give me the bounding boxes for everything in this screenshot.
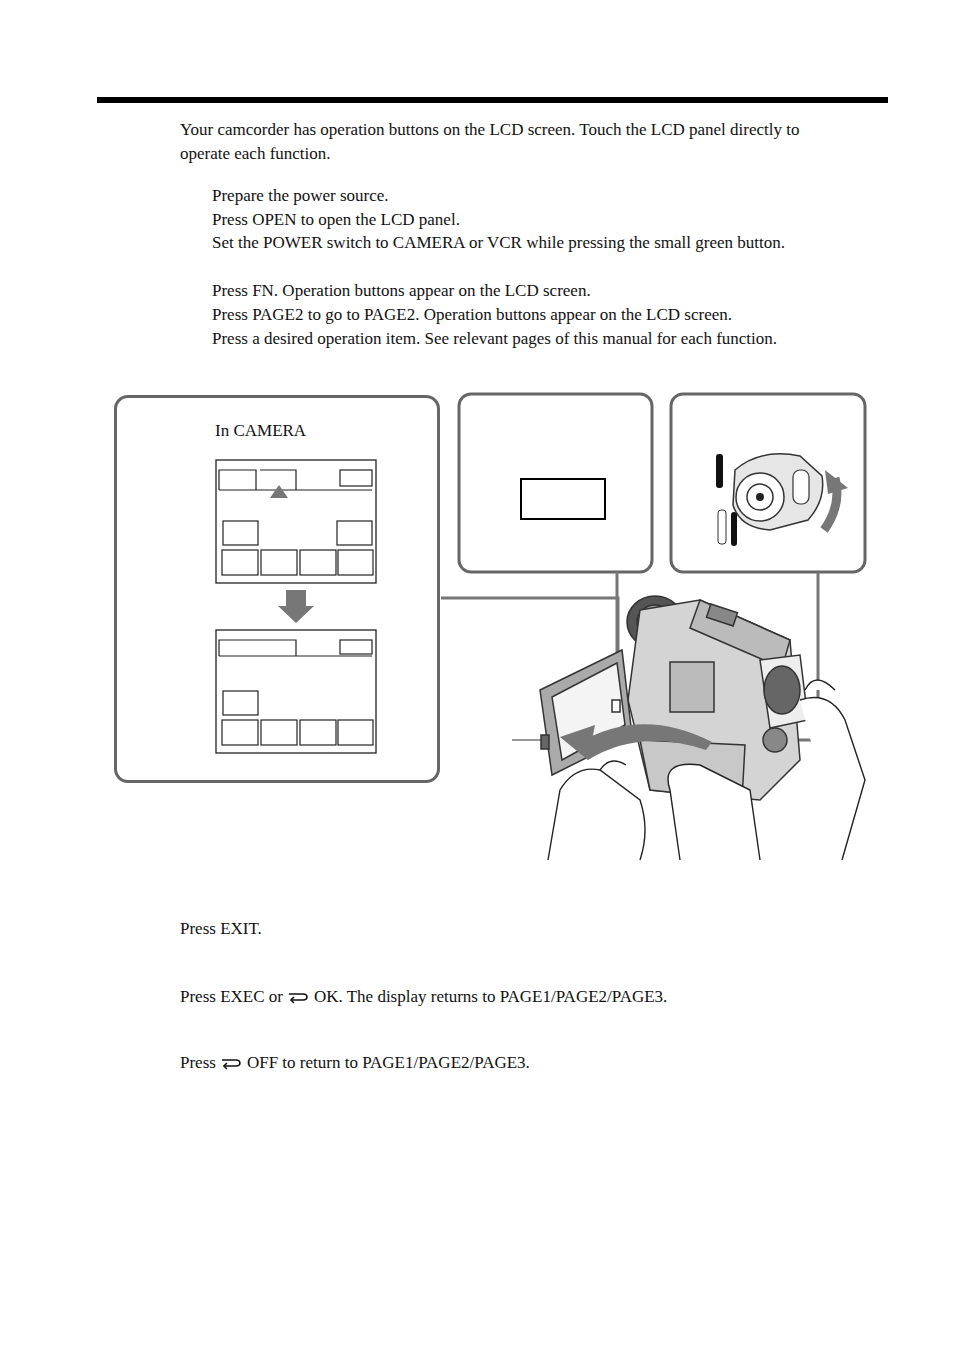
instruction-text: Press EXEC or [180, 985, 283, 1009]
instruction-text: Press [180, 1051, 216, 1075]
instruction-text: OFF to return to PAGE1/PAGE2/PAGE3. [247, 1051, 530, 1075]
step-text: Prepare the power source. [212, 184, 389, 208]
step-text: Press PAGE2 to go to PAGE2. Operation bu… [212, 303, 732, 327]
panel-caption: In CAMERA [215, 420, 306, 442]
intro-text: Your camcorder has operation buttons on … [180, 118, 840, 166]
instruction-text: OK. The display returns to PAGE1/PAGE2/P… [314, 985, 667, 1009]
step-text: Press a desired operation item. See rele… [212, 327, 852, 351]
step-text: Press OPEN to open the LCD panel. [212, 208, 460, 232]
step-text: Press FN. Operation buttons appear on th… [212, 279, 591, 303]
instruction-text: Press EXIT. [180, 917, 262, 941]
step-text: Set the POWER switch to CAMERA or VCR wh… [212, 231, 872, 255]
callout-panel: In CAMERA [114, 395, 440, 783]
